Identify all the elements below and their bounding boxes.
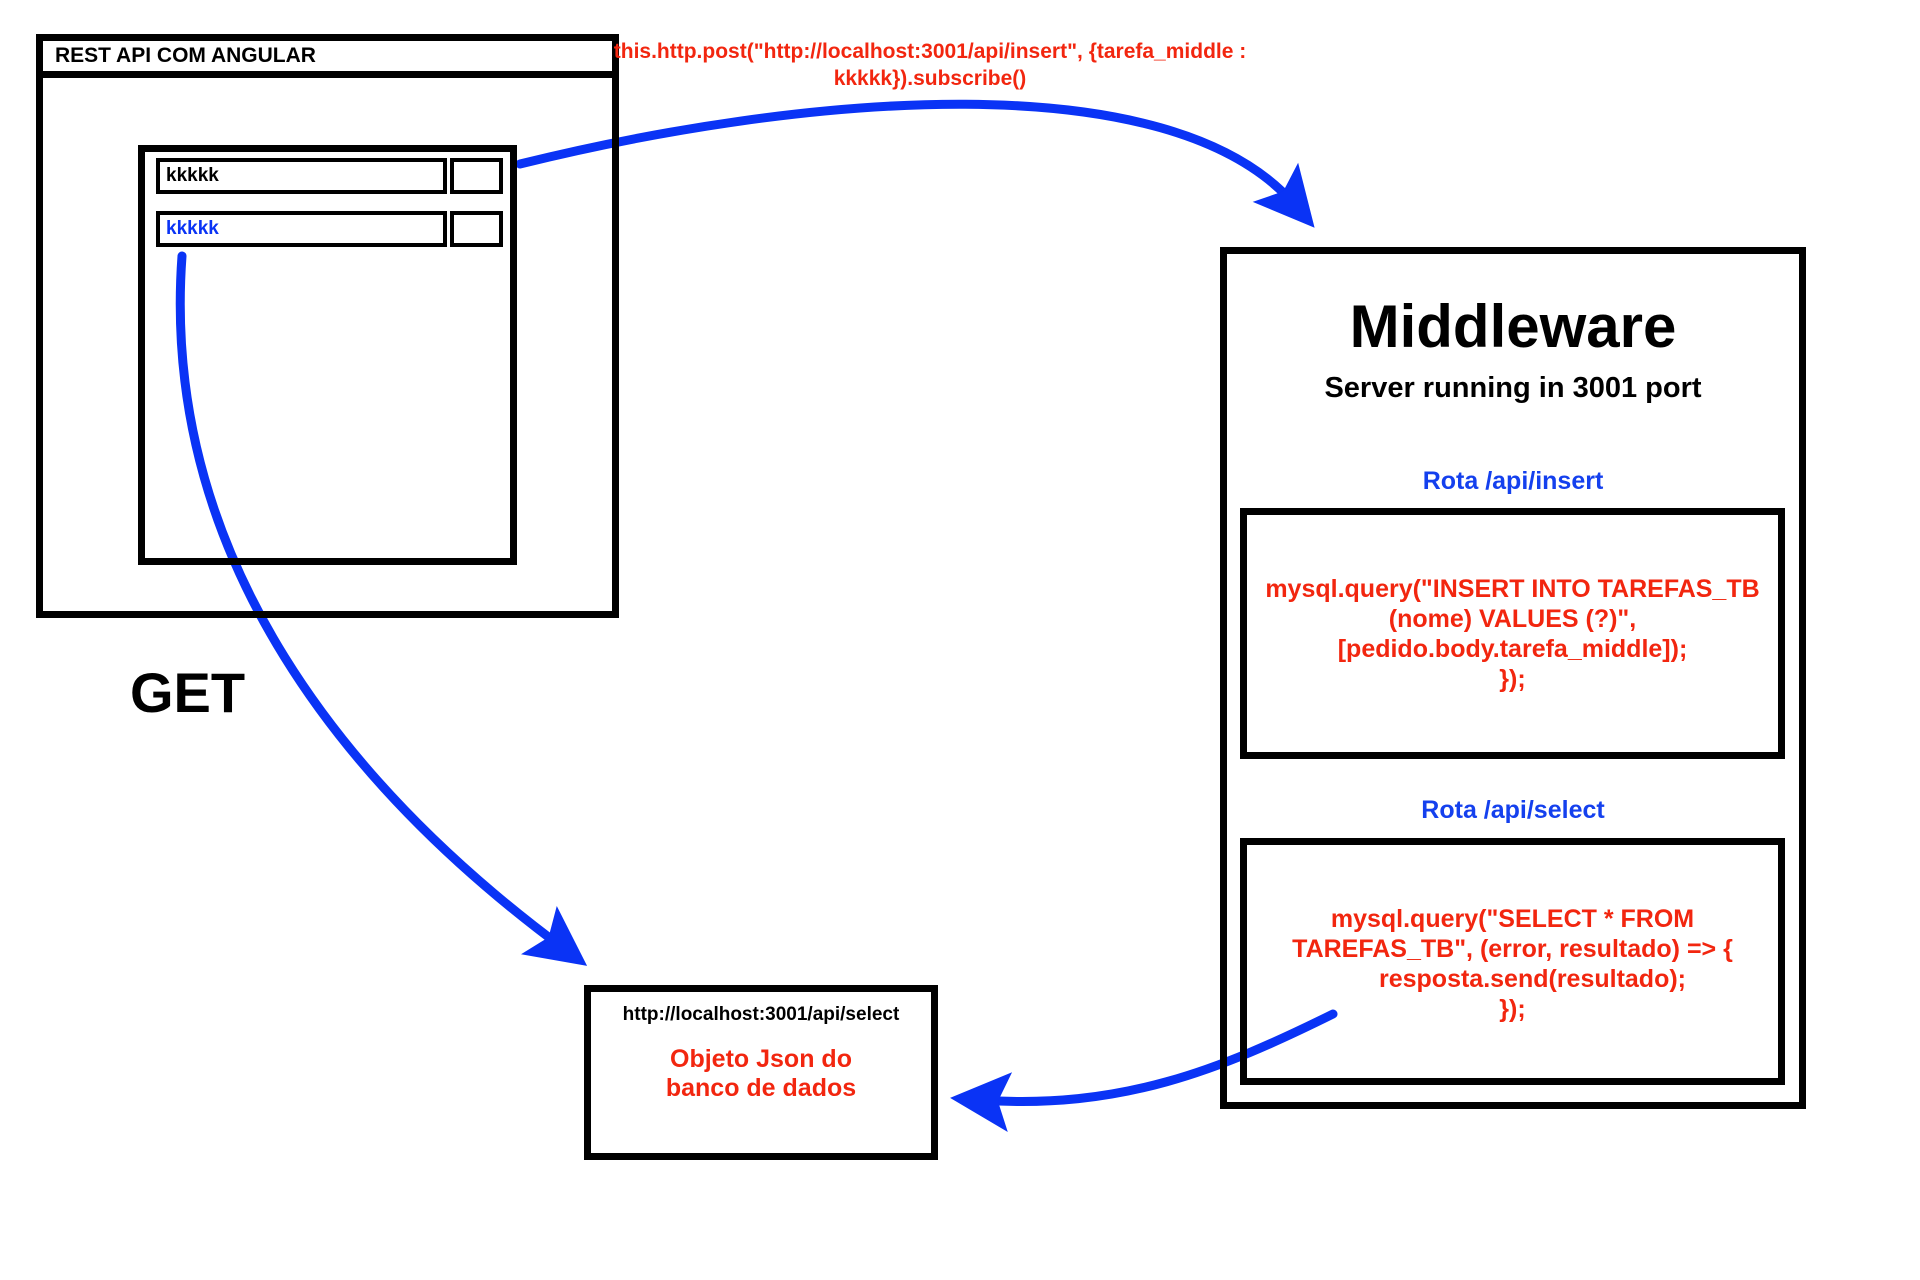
result-line2: banco de dados [665, 1074, 857, 1102]
middleware-title: Middleware [1349, 293, 1677, 360]
browser-title: REST API COM ANGULAR [55, 44, 316, 67]
result-description: Objeto Json do banco de dados [584, 1045, 938, 1103]
task-list-item: kkkkk [156, 211, 447, 247]
insert-code-line: }); [1499, 665, 1526, 693]
browser-title-divider [36, 71, 619, 78]
select-code-line: mysql.query("SELECT * FROM [1330, 905, 1695, 933]
post-arrow [515, 99, 1315, 228]
result-panel [584, 985, 938, 1160]
post-call-code: this.http.post("http://localhost:3001/ap… [600, 38, 1260, 92]
post-call-line1: this.http.post("http://localhost:3001/ap… [613, 40, 1247, 63]
get-label: GET [130, 661, 246, 724]
select-code-line: }); [1499, 995, 1526, 1023]
task-input-value: kkkkk [166, 165, 219, 186]
insert-route-label: Rota /api/insert [1422, 467, 1604, 495]
result-url: http://localhost:3001/api/select [622, 1004, 900, 1025]
select-code-line: resposta.send(resultado); [1378, 965, 1686, 993]
insert-route-box [1240, 508, 1785, 759]
result-line1: Objeto Json do [670, 1045, 852, 1073]
select-route-box [1240, 838, 1785, 1085]
post-call-line2: kkkkk}).subscribe() [833, 67, 1027, 90]
app-panel [138, 145, 517, 565]
add-task-button[interactable] [450, 158, 503, 194]
task-item-button[interactable] [450, 211, 503, 247]
task-list-item-value: kkkkk [166, 218, 219, 239]
insert-code-line: [pedido.body.tarefa_middle]); [1337, 635, 1688, 663]
select-route-code: mysql.query("SELECT * FROM TAREFAS_TB", … [1240, 904, 1785, 1024]
insert-code-line: mysql.query("INSERT INTO TAREFAS_TB [1265, 575, 1760, 603]
insert-route-code: mysql.query("INSERT INTO TAREFAS_TB (nom… [1240, 574, 1785, 694]
insert-code-line: (nome) VALUES (?)", [1388, 605, 1637, 633]
task-input[interactable]: kkkkk [156, 158, 447, 194]
select-code-line: TAREFAS_TB", (error, resultado) => { [1292, 935, 1733, 963]
browser-window [36, 34, 619, 618]
middleware-subtitle: Server running in 3001 port [1324, 372, 1702, 404]
middleware-box [1220, 247, 1806, 1109]
select-route-label: Rota /api/select [1421, 796, 1605, 824]
